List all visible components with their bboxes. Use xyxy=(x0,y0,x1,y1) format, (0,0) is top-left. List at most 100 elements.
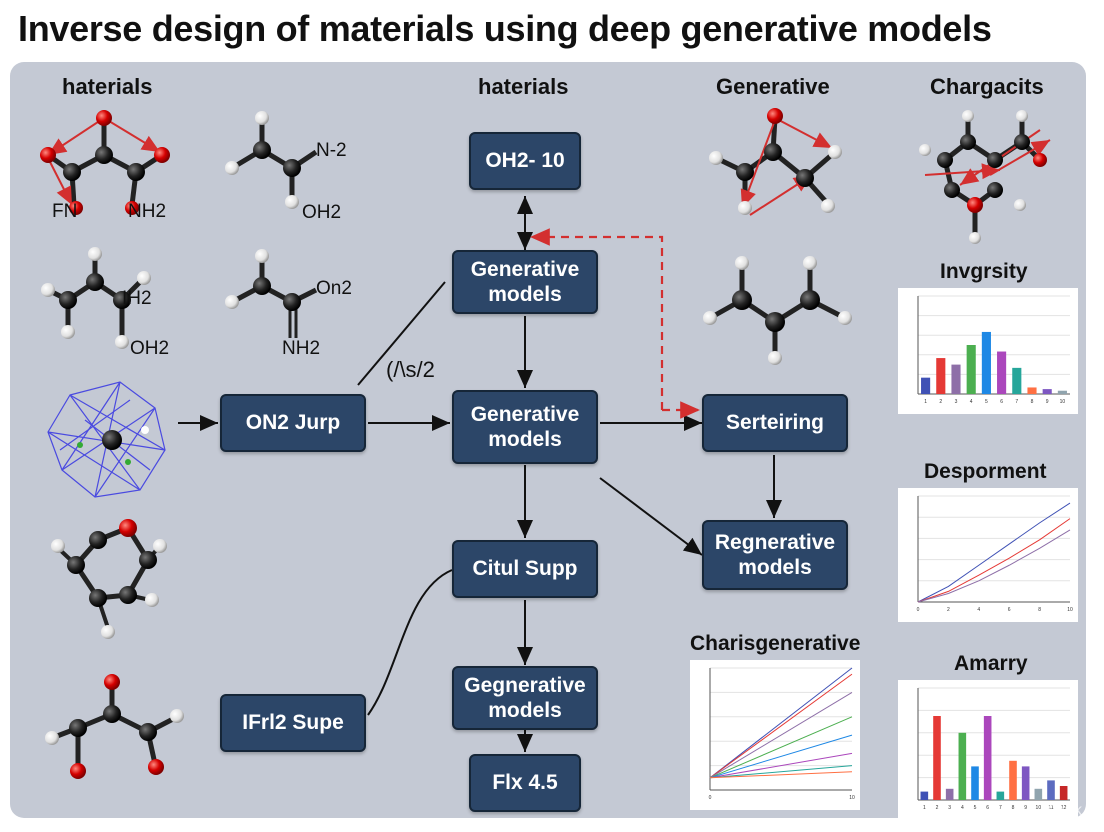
chart-desporment: 0 2 4 6 8 10 xyxy=(898,488,1078,622)
bar xyxy=(996,791,1005,800)
molecule-generative-1 xyxy=(709,108,842,216)
mol3-label-bottom: OH2 xyxy=(130,338,170,359)
mol3-label-mid: IH2 xyxy=(122,288,152,309)
x-tick-label: 8 xyxy=(1012,805,1015,811)
series-line xyxy=(917,502,1071,603)
x-tick-label: 12 xyxy=(1061,805,1067,811)
watermark: Grok xyxy=(1047,802,1082,819)
node-citul[interactable]: Citul Supp xyxy=(452,540,598,598)
chart-title-charisgenerative: Charisgenerative xyxy=(690,632,861,655)
bar xyxy=(1009,760,1017,800)
node-top[interactable]: OH2- 10 xyxy=(469,132,581,190)
bar xyxy=(971,766,979,800)
series-line xyxy=(917,529,1071,603)
bar xyxy=(936,358,946,394)
chart-invgrsity: 1 2 3 4 5 6 7 8 9 10 xyxy=(898,288,1078,414)
x-tick-label: 3 xyxy=(948,805,951,811)
chart-title-invgrsity: Invgrsity xyxy=(940,260,1028,283)
bar xyxy=(921,377,931,394)
x-tick-label: 4 xyxy=(961,805,964,811)
mol4-label-top: On2 xyxy=(316,278,352,299)
series-line xyxy=(709,765,853,779)
node-generative-2[interactable]: Generative models xyxy=(452,390,598,464)
x-tick-label: 1 xyxy=(924,399,927,405)
node-left-mid[interactable]: ON2 Jurp xyxy=(220,394,366,452)
series-line xyxy=(709,752,853,779)
mol1-label-left: FN xyxy=(52,201,78,222)
chart-bg xyxy=(690,660,860,810)
bar xyxy=(958,732,967,800)
x-tick-label: 10 xyxy=(1060,399,1066,405)
x-tick-label: 11 xyxy=(1048,805,1053,811)
x-tick-label: 6 xyxy=(1008,607,1011,613)
edge-label: (/\s/2 xyxy=(386,357,435,382)
mol1-label-right: NH2 xyxy=(128,201,167,222)
x-tick-label: 1 xyxy=(923,805,926,811)
x-tick-label: 9 xyxy=(1046,399,1049,405)
molecule-2 xyxy=(225,111,318,209)
series-line xyxy=(709,716,853,779)
x-tick-label: 8 xyxy=(1038,607,1041,613)
x-tick-label: 10 xyxy=(849,795,855,801)
bar xyxy=(983,716,992,800)
x-tick-label: 6 xyxy=(986,805,989,811)
node-flx[interactable]: Flx 4.5 xyxy=(469,754,581,812)
bar xyxy=(933,716,941,800)
bar xyxy=(997,351,1007,394)
node-generative-1[interactable]: Generative models xyxy=(452,250,598,314)
bar xyxy=(1059,786,1068,800)
mol4-label-bottom: NH2 xyxy=(282,338,321,359)
x-tick-label: 7 xyxy=(1015,399,1018,405)
x-tick-label: 2 xyxy=(936,805,939,811)
bar xyxy=(951,364,961,394)
x-tick-label: 10 xyxy=(1067,607,1073,613)
bar xyxy=(1027,387,1037,394)
series-line xyxy=(709,673,853,779)
crystal-lattice xyxy=(47,381,166,498)
x-tick-label: 5 xyxy=(974,805,977,811)
molecule-5 xyxy=(51,519,167,639)
molecule-6 xyxy=(45,674,184,779)
x-tick-label: 2 xyxy=(947,607,950,613)
bar xyxy=(1057,390,1067,394)
node-regenerative[interactable]: Regnerative models xyxy=(702,520,848,590)
page-title: Inverse design of materials using deep g… xyxy=(18,8,992,49)
x-tick-label: 2 xyxy=(939,399,942,405)
x-tick-label: 5 xyxy=(985,399,988,405)
node-ifrl[interactable]: IFrl2 Supe xyxy=(220,694,366,752)
node-serteiring[interactable]: Serteiring xyxy=(702,394,848,452)
bar xyxy=(1034,788,1043,800)
series-line xyxy=(917,518,1071,603)
x-tick-label: 4 xyxy=(970,399,973,405)
chart-title-desporment: Desporment xyxy=(924,460,1047,483)
x-tick-label: 6 xyxy=(1000,399,1003,405)
x-tick-label: 0 xyxy=(917,607,920,613)
x-tick-label: 10 xyxy=(1036,805,1042,811)
molecule-3 xyxy=(41,247,151,349)
bar xyxy=(1042,389,1052,394)
bar xyxy=(920,791,929,800)
bar xyxy=(1021,766,1030,800)
chart-title-amarry: Amarry xyxy=(954,652,1028,675)
bar xyxy=(945,788,954,800)
molecule-generative-2 xyxy=(703,256,852,365)
bar xyxy=(966,345,976,394)
x-tick-label: 4 xyxy=(977,607,980,613)
header-col3: haterials xyxy=(478,74,569,99)
molecule-4 xyxy=(225,249,318,338)
bar xyxy=(981,331,991,394)
node-gegnerative[interactable]: Gegnerative models xyxy=(452,666,598,730)
header-col5: Chargacits xyxy=(930,74,1044,99)
header-col1: haterials xyxy=(62,74,153,99)
x-tick-label: 9 xyxy=(1024,805,1027,811)
series-line xyxy=(709,667,853,779)
bar xyxy=(1047,780,1055,800)
header-col4: Generative xyxy=(716,74,830,99)
x-tick-label: 3 xyxy=(955,399,958,405)
x-tick-label: 8 xyxy=(1031,399,1034,405)
series-line xyxy=(709,771,853,779)
bar xyxy=(1012,367,1022,394)
